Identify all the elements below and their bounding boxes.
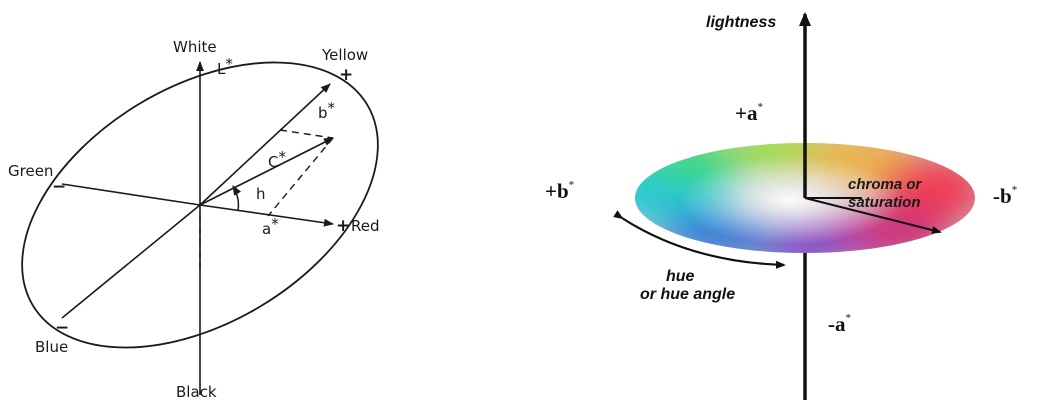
label-b-star: b*: [318, 99, 336, 122]
a-star-arrow: [199, 204, 334, 227]
yellow-blue-axis: [61, 204, 201, 319]
color-plane-ellipse: [21, 61, 379, 349]
label-white: White: [173, 38, 217, 56]
blue-minus-sign: −: [55, 318, 69, 338]
chroma-arrow: [804, 197, 942, 234]
label-plus-a-star: +a*: [735, 101, 763, 125]
label-blue: Blue: [35, 338, 68, 356]
projection-dash-2: [267, 137, 334, 217]
color-solid-diagram: lightness +a* +b* -b* -a* chroma or satu…: [545, 12, 1018, 400]
green-red-axis: [61, 183, 201, 206]
label-black: Black: [176, 383, 217, 401]
projection-dash-1: [279, 129, 334, 139]
label-minus-b-star: -b*: [993, 184, 1018, 208]
red-plus-sign: +: [336, 216, 350, 236]
lab-ellipse-diagram: White L* Yellow + b* C* h Green − a* + R…: [8, 38, 380, 401]
b-star-arrow: [199, 83, 331, 206]
label-lightness: lightness: [706, 14, 776, 31]
hue-angle-arrow: [613, 210, 786, 269]
label-hue: hue: [666, 268, 695, 285]
yellow-plus-sign: +: [339, 65, 353, 85]
label-minus-a-star: -a*: [828, 312, 852, 336]
label-c-star: C*: [268, 148, 286, 171]
label-hue-angle: or hue angle: [640, 286, 735, 303]
hue-color-disc: [635, 143, 975, 253]
label-yellow: Yellow: [321, 46, 368, 64]
label-l-star: L*: [217, 55, 233, 78]
label-green: Green: [8, 162, 53, 180]
label-red: Red: [351, 217, 380, 235]
green-minus-sign: −: [52, 177, 66, 197]
label-chroma: chroma or: [848, 176, 923, 193]
label-h: h: [256, 185, 266, 203]
c-star-arrow: [199, 137, 334, 206]
label-plus-b-star: +b*: [545, 179, 575, 203]
label-saturation: saturation: [848, 194, 921, 211]
label-a-star: a*: [262, 215, 279, 238]
hue-angle-arc: [232, 185, 242, 212]
